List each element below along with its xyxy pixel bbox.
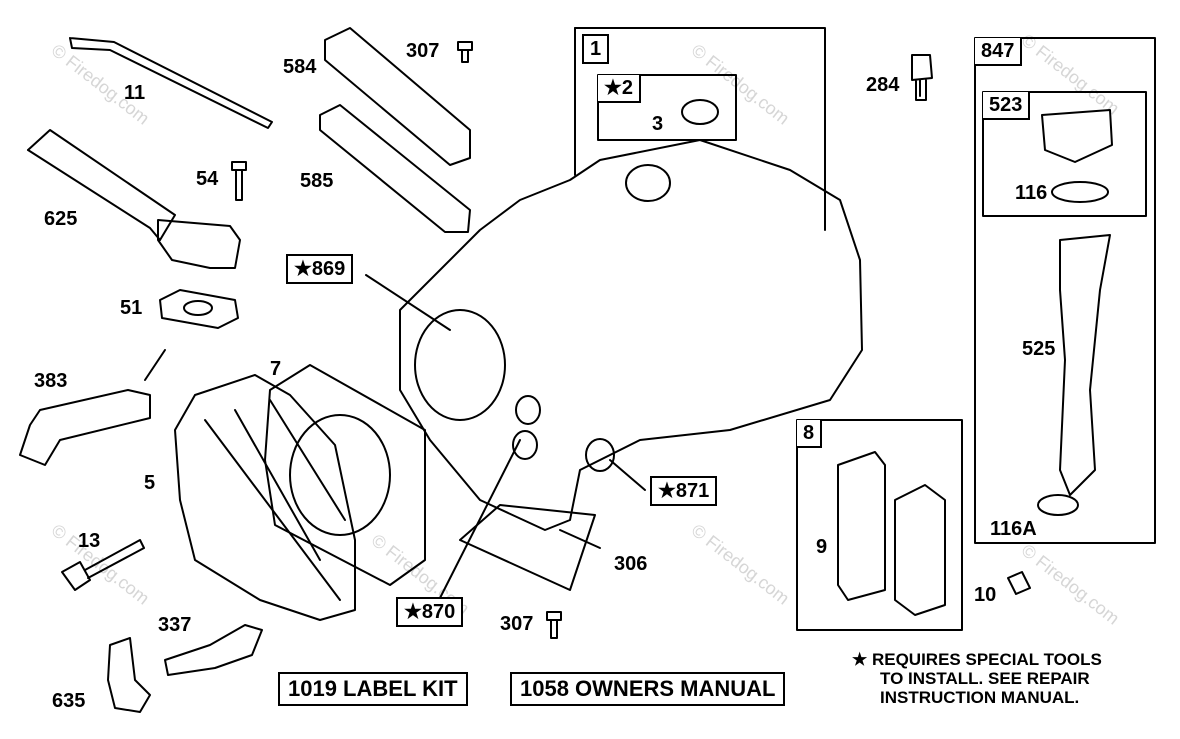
part-label-8: 8: [797, 420, 823, 448]
plate-306: [459, 504, 596, 591]
part-label-523: 523: [983, 92, 1031, 120]
muffler-383: [19, 389, 151, 466]
part-label-284: 284: [866, 74, 900, 96]
part-label-307-top: 307: [406, 40, 440, 62]
part-label-635: 635: [52, 690, 86, 712]
dipstick-tube-11: [69, 37, 273, 129]
frame-2: [597, 74, 737, 141]
part-label-869: ★869: [286, 254, 354, 284]
part-label-306: 306: [614, 553, 648, 575]
dipstick-cap-523: [1041, 109, 1113, 163]
part-label-307-bottom: 307: [500, 613, 534, 635]
cylinder-head-5: [174, 374, 356, 621]
part-label-116: 116: [1015, 182, 1048, 204]
seal-3: [681, 99, 719, 125]
screw-54: [231, 161, 247, 201]
owners-manual-box: 1058 OWNERS MANUAL: [510, 672, 786, 706]
frame-1: [574, 27, 826, 231]
part-label-337: 337: [158, 614, 192, 636]
frame-8: [796, 419, 963, 631]
part-label-11: 11: [124, 82, 146, 104]
part-label-10: 10: [974, 584, 997, 606]
gasket-51: [159, 289, 239, 329]
part-label-9: 9: [816, 536, 828, 558]
breather-tube-625: [27, 129, 176, 241]
screw-10: [1007, 571, 1031, 595]
cylinder-block: [399, 139, 863, 531]
spark-plug-boot-635: [107, 637, 151, 713]
part-label-871: ★871: [650, 476, 718, 506]
oring-116: [1051, 181, 1109, 203]
part-label-870: ★870: [396, 597, 464, 627]
part-label-584: 584: [283, 56, 317, 78]
head-gasket-7: [264, 364, 426, 586]
frame-847: [974, 37, 1156, 544]
cover-8: [894, 484, 946, 616]
dipstick-tube-525: [1059, 234, 1111, 496]
part-label-1: 1: [582, 34, 610, 64]
part-label-54: 54: [196, 168, 219, 190]
oring-116a: [1037, 494, 1079, 516]
gasket-584: [324, 27, 471, 166]
part-label-5: 5: [144, 472, 156, 494]
screw-307-bottom: [546, 611, 562, 639]
part-label-847: 847: [975, 38, 1023, 66]
gasket-9: [837, 451, 886, 601]
part-label-51: 51: [120, 297, 143, 319]
part-label-585: 585: [300, 170, 334, 192]
part-label-625: 625: [44, 208, 78, 230]
part-label-525: 525: [1022, 338, 1056, 360]
screw-284: [911, 54, 933, 101]
spark-plug-337: [164, 624, 263, 676]
label-kit-box: 1019 LABEL KIT: [278, 672, 468, 706]
screw-307-top: [457, 41, 473, 63]
part-label-13: 13: [78, 530, 101, 552]
special-tools-note-line1: ★ REQUIRES SPECIAL TOOLS: [852, 650, 1102, 669]
part-label-2: ★2: [598, 75, 642, 103]
part-label-7: 7: [270, 358, 282, 380]
frame-523: [982, 91, 1147, 217]
part-label-3: 3: [652, 113, 664, 135]
gasket-585: [319, 104, 471, 233]
bolt-13: [61, 539, 145, 591]
part-label-116a: 116A: [990, 518, 1037, 540]
special-tools-note-line2: TO INSTALL. SEE REPAIR: [880, 669, 1090, 688]
special-tools-note-line3: INSTRUCTION MANUAL.: [880, 688, 1080, 707]
part-label-383: 383: [34, 370, 68, 392]
